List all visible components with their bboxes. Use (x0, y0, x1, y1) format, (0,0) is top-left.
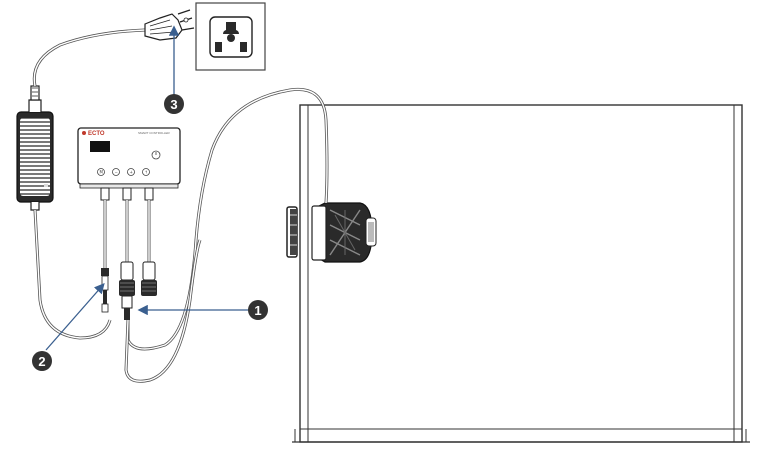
dc-plug (101, 268, 109, 313)
callout-2: 2 (32, 351, 52, 371)
controller-display (90, 141, 110, 152)
aquarium-tank (292, 104, 750, 443)
callout-arrows (45, 25, 250, 351)
arrow-2 (45, 283, 105, 351)
wall-socket (195, 2, 266, 71)
callout-2-label: 2 (38, 354, 45, 369)
ac-plug (144, 9, 195, 41)
button-label-plus: + (130, 170, 133, 175)
power-adapter (16, 85, 54, 211)
button-label-minus: − (115, 170, 118, 175)
callout-3-label: 3 (170, 97, 177, 112)
controller-brand: ECTO (88, 131, 105, 137)
wave-pump (286, 202, 377, 263)
callout-1-label: 1 (254, 303, 261, 318)
controller-cables (100, 187, 154, 270)
pump-connector (119, 261, 157, 320)
button-label-up: ↑ (145, 170, 148, 175)
callout-3: 3 (164, 94, 184, 114)
button-label-m: M (100, 170, 104, 175)
controller: ECTO SMART CONTROLLER M − + ↑ (77, 127, 181, 189)
ac-cord (32, 28, 146, 87)
controller-model: SMART CONTROLLER (138, 131, 171, 135)
callout-1: 1 (248, 300, 268, 320)
controller-buttons: M − + ↑ (97, 168, 150, 176)
